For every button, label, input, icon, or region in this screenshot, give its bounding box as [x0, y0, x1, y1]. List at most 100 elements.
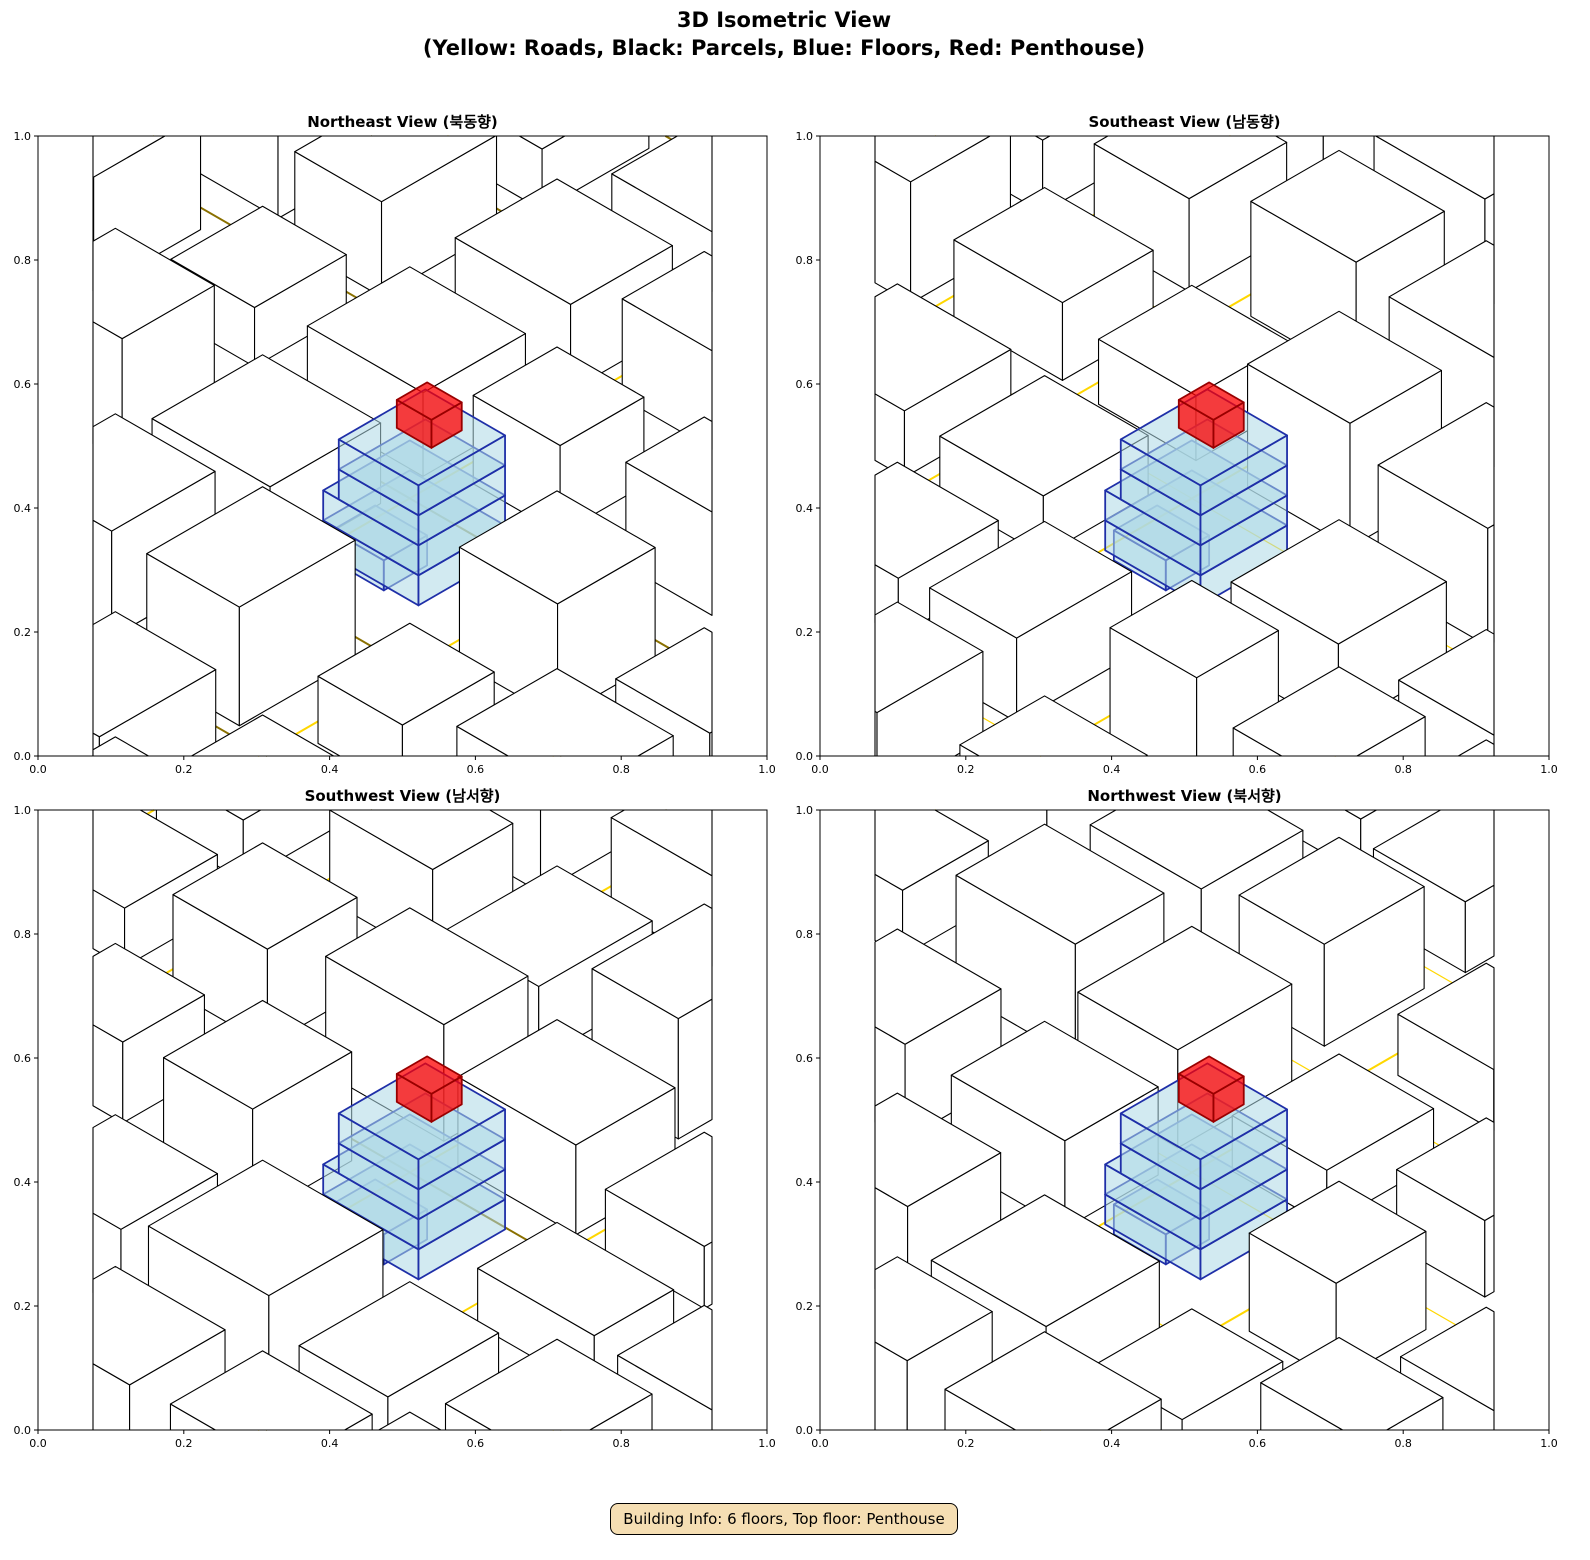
x-tick-label: 1.0 — [758, 763, 776, 776]
y-tick-label: 0.4 — [796, 1176, 814, 1189]
y-tick-label: 1.0 — [796, 804, 814, 817]
box-face — [458, 490, 656, 605]
y-tick-label: 0.4 — [796, 502, 814, 515]
x-tick-label: 0.6 — [467, 1437, 485, 1450]
y-tick-label: 0.0 — [796, 750, 814, 763]
y-tick-label: 0.4 — [14, 1176, 32, 1189]
box-face — [1398, 629, 1495, 736]
axes-frame — [819, 135, 1550, 757]
y-tick-label: 0.2 — [796, 626, 814, 639]
parcel-building — [1396, 1117, 1495, 1298]
box-face — [874, 928, 1002, 1045]
box-face — [298, 1281, 500, 1398]
box-face — [874, 283, 1012, 412]
parcel-building — [1377, 402, 1495, 647]
x-tick-label: 0.8 — [612, 763, 630, 776]
x-tick-label: 0.2 — [175, 763, 193, 776]
y-tick-label: 1.0 — [796, 130, 814, 143]
box-face — [874, 461, 999, 579]
scene — [874, 809, 1495, 1431]
box-face — [395, 1055, 463, 1095]
y-tick-label: 1.0 — [14, 130, 32, 143]
penthouse — [395, 1055, 463, 1123]
x-tick-label: 0.8 — [1394, 763, 1412, 776]
building-info-box: Building Info: 6 floors, Top floor: Pent… — [610, 1503, 958, 1535]
box-face — [1177, 381, 1245, 421]
x-tick-label: 0.4 — [321, 763, 339, 776]
parcel-building — [444, 1338, 653, 1431]
x-tick-label: 0.6 — [1249, 1437, 1267, 1450]
y-tick-label: 0.2 — [14, 1300, 32, 1313]
y-tick-label: 0.8 — [14, 928, 32, 941]
parcel-building — [621, 250, 713, 451]
box-face — [874, 160, 912, 304]
parcel-building — [454, 178, 673, 392]
box-face — [1484, 1214, 1495, 1298]
y-tick-label: 0.8 — [14, 254, 32, 267]
penthouse — [395, 381, 463, 449]
y-tick-label: 0.0 — [14, 750, 32, 763]
box-face — [454, 178, 673, 305]
x-tick-label: 0.0 — [29, 763, 47, 776]
panel-title-southwest: Southwest View (남서향) — [304, 787, 501, 805]
panel-title-northeast: Northeast View (북동향) — [307, 113, 498, 131]
parcel-building — [1248, 1180, 1427, 1382]
scene — [92, 809, 713, 1431]
box-face — [677, 998, 713, 1140]
box-face — [147, 1159, 384, 1297]
box-face — [457, 1019, 676, 1146]
box-face — [92, 1265, 226, 1386]
box-face — [442, 865, 653, 987]
box-face — [625, 416, 713, 513]
box-face — [1238, 836, 1425, 945]
box-face — [1487, 524, 1495, 647]
x-tick-label: 0.0 — [29, 1437, 47, 1450]
box-face — [317, 622, 495, 726]
x-tick-label: 0.2 — [957, 763, 975, 776]
box-face — [1377, 402, 1495, 529]
box-face — [621, 250, 713, 352]
y-tick-label: 0.6 — [796, 378, 814, 391]
box-face — [617, 1304, 713, 1411]
box-face — [1248, 1180, 1427, 1284]
parcel-building — [1260, 1336, 1444, 1431]
axes-frame — [37, 135, 768, 757]
box-face — [874, 1092, 1002, 1208]
y-tick-label: 1.0 — [14, 804, 32, 817]
parcel-building — [472, 346, 645, 535]
box-face — [163, 999, 353, 1110]
box-face — [146, 486, 356, 608]
x-tick-label: 0.4 — [1103, 763, 1121, 776]
box-face — [1247, 310, 1442, 424]
box-face — [92, 413, 216, 532]
parcel-building — [1093, 135, 1288, 293]
parcel-building — [298, 1281, 500, 1431]
x-tick-label: 1.0 — [758, 1437, 776, 1450]
x-tick-label: 0.4 — [1103, 1437, 1121, 1450]
scene — [92, 135, 713, 757]
x-tick-label: 1.0 — [1540, 1437, 1558, 1450]
panel-title-southeast: Southeast View (남동향) — [1088, 113, 1281, 131]
box-face — [955, 823, 1165, 945]
box-face — [1109, 579, 1279, 679]
box-face — [1077, 925, 1293, 1051]
axes-frame — [819, 809, 1550, 1431]
x-tick-label: 0.2 — [957, 1437, 975, 1450]
y-tick-label: 0.8 — [796, 928, 814, 941]
x-tick-label: 0.2 — [175, 1437, 193, 1450]
box-face — [92, 942, 205, 1043]
box-face — [395, 381, 463, 421]
box-face — [92, 227, 215, 340]
box-face — [1177, 1055, 1245, 1095]
box-face — [151, 354, 382, 488]
box-face — [930, 1194, 1160, 1328]
y-tick-label: 0.6 — [796, 1052, 814, 1065]
box-face — [477, 1221, 675, 1337]
box-face — [325, 907, 529, 1026]
box-face — [953, 187, 1154, 304]
figure-title: 3D Isometric View (Yellow: Roads, Black:… — [0, 6, 1568, 62]
parcel-building — [1232, 666, 1426, 757]
axes-frame — [37, 809, 768, 1431]
